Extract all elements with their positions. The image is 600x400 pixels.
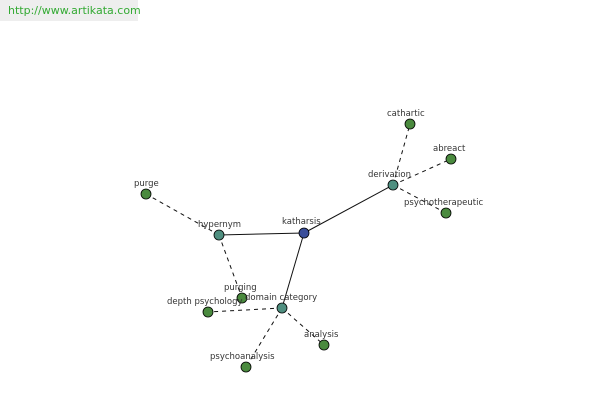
edge-domain-category-analysis [281,307,325,346]
edge-katharsis-derivation [303,184,394,234]
node-label-psychoanalysis[interactable]: psychoanalysis [210,352,275,362]
url-bar: http://www.artikata.com [0,0,141,21]
edge-derivation-psychotherapeutic [392,184,447,214]
node-katharsis[interactable] [298,227,310,239]
node-label-katharsis[interactable]: katharsis [282,217,321,227]
node-label-hypernym[interactable]: hypernym [198,220,241,230]
node-psychoanalysis[interactable] [240,361,252,373]
node-label-purge[interactable]: purge [134,179,159,189]
graph-labels: katharsis hypernym derivation domain catego… [134,109,483,362]
graph-nodes [140,118,457,373]
node-depth-psychology[interactable] [202,306,214,318]
node-domain-category[interactable] [276,302,288,314]
node-hypernym[interactable] [213,229,225,241]
edge-derivation-cathartic [392,123,411,186]
edge-hypernym-purging [218,234,243,299]
node-purging[interactable] [236,292,248,304]
node-purge[interactable] [140,188,152,200]
edge-hypernym-purge [145,193,220,236]
node-label-depth-psychology[interactable]: depth psychology [167,297,243,307]
site-url-link[interactable]: http://www.artikata.com [8,4,141,17]
graph-edges [145,123,452,368]
node-derivation[interactable] [387,179,399,191]
node-label-derivation[interactable]: derivation [368,170,411,180]
edge-domain-category-depth-psychology [207,307,283,313]
node-analysis[interactable] [318,339,330,351]
node-label-psychotherapeutic[interactable]: psychotherapeutic [404,198,483,208]
edge-katharsis-domain-category [281,232,305,309]
edge-katharsis-hypernym [218,232,305,236]
node-label-domain-category[interactable]: domain category [245,293,317,303]
node-psychotherapeutic[interactable] [440,207,452,219]
node-label-cathartic[interactable]: cathartic [387,109,425,119]
edge-derivation-abreact [392,158,452,186]
node-label-abreact[interactable]: abreact [433,144,466,154]
node-label-purging[interactable]: purging [224,283,257,293]
node-abreact[interactable] [445,153,457,165]
node-label-analysis[interactable]: analysis [304,330,339,340]
node-cathartic[interactable] [404,118,416,130]
edge-domain-category-psychoanalysis [245,307,283,368]
